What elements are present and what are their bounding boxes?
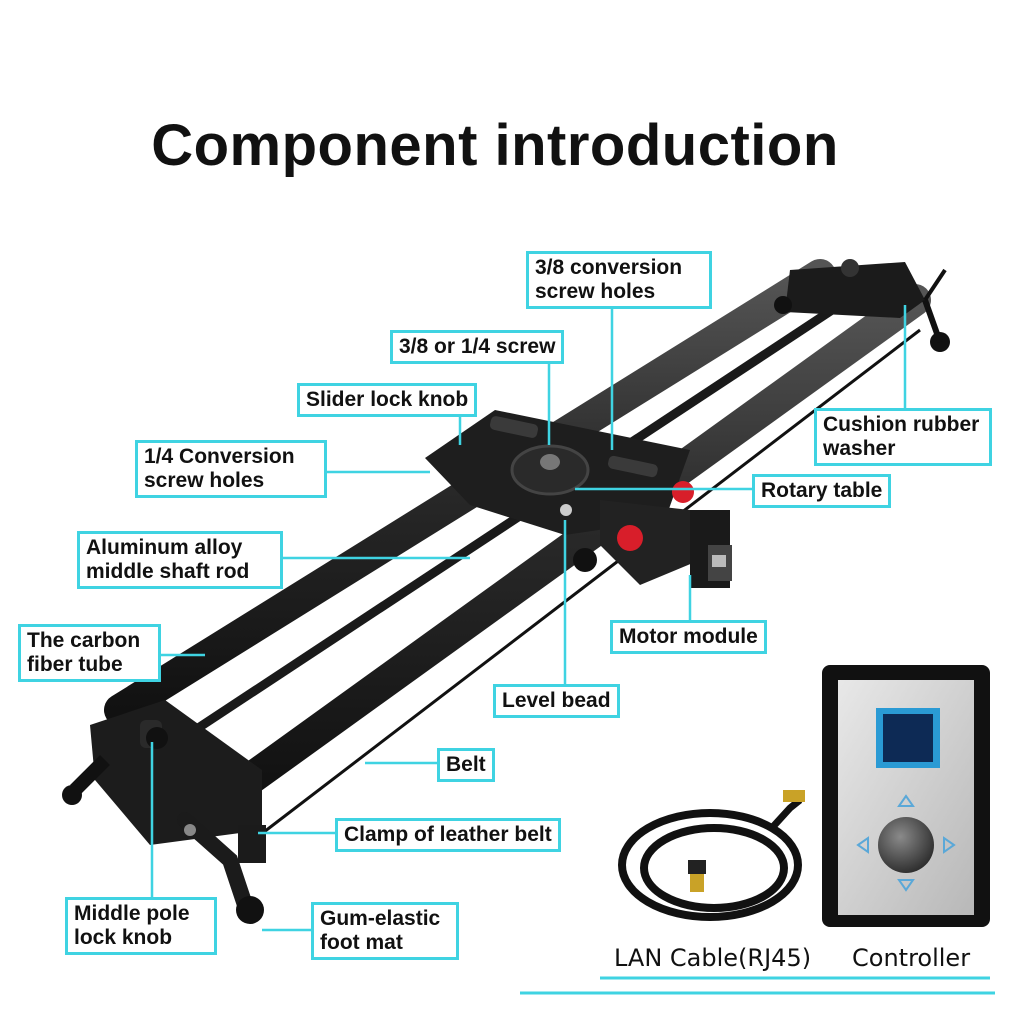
label-text: screw holes xyxy=(144,469,265,492)
label-motor-module: Motor module xyxy=(610,620,767,654)
label-text: Belt xyxy=(446,753,486,776)
label-text: 3/8 conversion xyxy=(535,256,683,279)
label-text: screw holes xyxy=(535,280,656,303)
caption-lan-cable: LAN Cable(RJ45) xyxy=(614,944,812,972)
carriage-plate xyxy=(425,410,732,588)
label-text: The carbon xyxy=(27,629,141,652)
label-belt: Belt xyxy=(437,748,495,782)
label-rotary-table: Rotary table xyxy=(752,474,892,508)
label-carbon-fiber-tube: The carbon fiber tube xyxy=(18,624,161,682)
label-cushion-rubber-washer: Cushion rubber washer xyxy=(814,408,992,466)
label-text: Motor module xyxy=(619,625,758,648)
label-38-14-screw: 3/8 or 1/4 screw xyxy=(390,330,565,364)
label-text: fiber tube xyxy=(27,653,123,676)
label-aluminum-alloy-rod: Aluminum alloy middle shaft rod xyxy=(77,531,283,589)
label-text: washer xyxy=(823,437,896,460)
belt-line xyxy=(259,328,921,837)
label-text: lock knob xyxy=(74,926,173,949)
label-gum-elastic-foot-mat: Gum-elastic foot mat xyxy=(311,902,459,960)
label-text: Middle pole xyxy=(74,902,190,925)
label-text: 3/8 or 1/4 screw xyxy=(399,335,556,358)
lan-cable-image xyxy=(618,790,805,921)
near-end-bracket xyxy=(62,700,266,924)
label-text: Slider lock knob xyxy=(306,388,469,411)
label-38-conversion-screw-holes: 3/8 conversion screw holes xyxy=(526,251,712,309)
label-middle-pole-lock-knob: Middle pole lock knob xyxy=(65,897,217,955)
page-title: Component introduction xyxy=(151,113,839,178)
far-end-bracket xyxy=(774,259,950,352)
label-text: foot mat xyxy=(320,931,403,954)
leader-lines xyxy=(150,300,907,932)
label-text: Cushion rubber xyxy=(823,413,980,436)
label-14-conversion-screw-holes: 1/4 Conversion screw holes xyxy=(135,440,327,498)
label-clamp-leather-belt: Clamp of leather belt xyxy=(335,818,561,852)
controller-image xyxy=(822,665,990,927)
label-text: Aluminum alloy xyxy=(86,536,243,559)
label-level-bead: Level bead xyxy=(493,684,620,718)
label-text: Rotary table xyxy=(761,479,883,502)
label-text: 1/4 Conversion xyxy=(144,445,295,468)
caption-controller: Controller xyxy=(852,944,971,972)
label-text: Level bead xyxy=(502,689,611,712)
label-text: Gum-elastic xyxy=(320,907,441,930)
carbon-tube-front xyxy=(219,284,931,806)
label-slider-lock-knob: Slider lock knob xyxy=(297,383,478,417)
label-text: middle shaft rod xyxy=(86,560,250,583)
label-text: Clamp of leather belt xyxy=(344,823,552,846)
